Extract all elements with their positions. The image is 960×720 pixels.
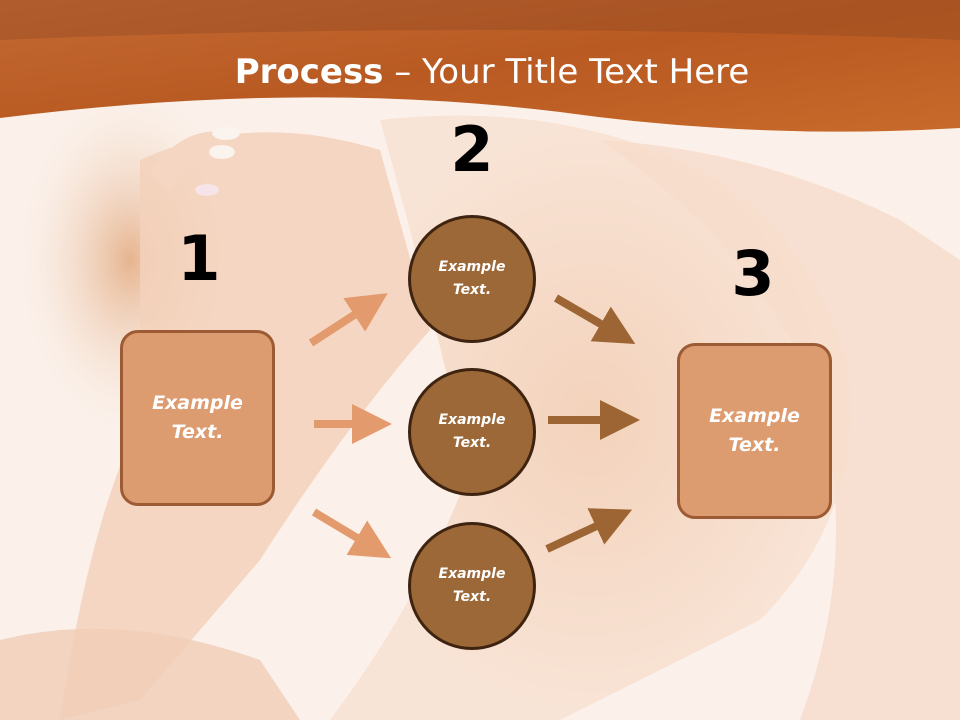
step-3-box: Example Text.	[677, 343, 832, 519]
step-2-circle-middle: Example Text.	[408, 368, 536, 496]
circle-top-text: Example Text.	[438, 259, 506, 298]
arrow-circle-top-to-box3	[553, 294, 636, 345]
step-number-2: 2	[450, 113, 494, 186]
step-1-box-text: Example Text.	[152, 392, 243, 443]
circle-bottom-text: Example Text.	[438, 566, 506, 605]
step-number-3: 3	[731, 237, 775, 310]
arrow-box1-to-circle-top	[308, 293, 388, 347]
title-bold: Process	[234, 52, 384, 92]
step-1-box: Example Text.	[120, 330, 275, 506]
step-2-circle-top: Example Text.	[408, 215, 536, 343]
step-3-box-text: Example Text.	[709, 405, 800, 456]
title-rest: – Your Title Text Here	[383, 52, 750, 92]
circle-middle-text: Example Text.	[438, 412, 506, 451]
slide-title: Process – Your Title Text Here	[0, 52, 960, 92]
step-number-1: 1	[177, 222, 221, 295]
arrow-circle-bottom-to-box3	[545, 508, 633, 553]
step-2-circle-bottom: Example Text.	[408, 522, 536, 650]
title-banner	[0, 0, 960, 132]
arrow-box1-to-circle-bottom	[311, 508, 392, 559]
